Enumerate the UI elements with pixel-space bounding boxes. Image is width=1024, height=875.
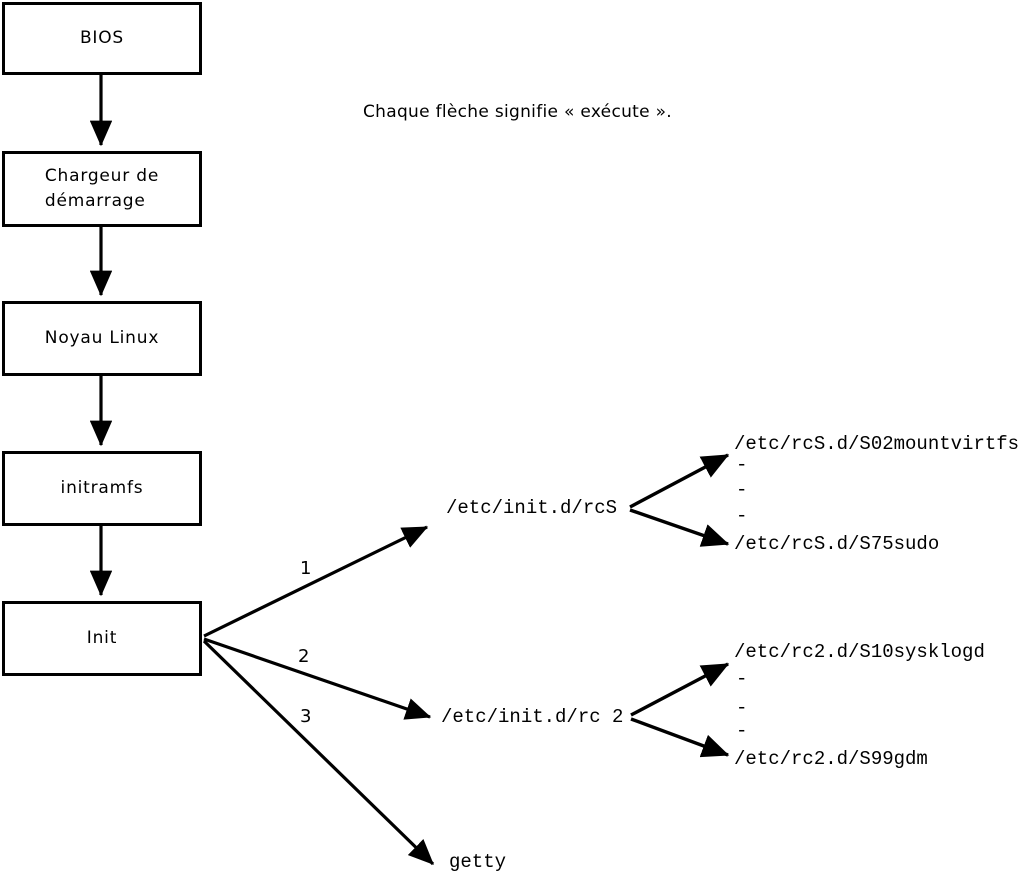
node-init: Init	[2, 601, 202, 676]
script-rcs-child-s75sudo: /etc/rcS.d/S75sudo	[734, 533, 940, 555]
script-rc2: /etc/init.d/rc 2	[441, 706, 624, 728]
script-rc2-child-ellipsis: -	[736, 720, 748, 742]
script-rcs: /etc/init.d/rcS	[446, 497, 618, 519]
script-rc2-child-s10sysklogd: /etc/rc2.d/S10sysklogd	[734, 641, 985, 663]
node-kernel-label: Noyau Linux	[44, 328, 160, 349]
script-rc2-child-ellipsis: -	[736, 668, 748, 690]
arrow-rc2-to-s10sysklogd	[630, 662, 730, 717]
node-kernel: Noyau Linux	[2, 301, 202, 376]
arrow-label-2: 2	[298, 646, 310, 667]
node-initramfs: initramfs	[2, 451, 202, 526]
node-bootloader-label: Chargeur de démarrage	[44, 166, 160, 211]
legend-note: Chaque flèche signifie « exécute ».	[363, 102, 672, 122]
script-rcs-child-ellipsis: -	[736, 479, 748, 501]
node-initramfs-label: initramfs	[60, 478, 144, 499]
arrow-label-3: 3	[300, 706, 312, 727]
arrow-init-to-rcs	[203, 525, 429, 638]
script-rcs-child-ellipsis: -	[736, 454, 748, 476]
script-rcs-child-ellipsis: -	[736, 505, 748, 527]
node-bootloader: Chargeur de démarrage	[2, 151, 202, 227]
arrow-init-to-rc2	[203, 637, 432, 720]
arrow-label-1: 1	[300, 558, 312, 579]
arrow-rcs-to-s02mountvirtfs	[629, 453, 730, 509]
script-rc2-child-s99gdm: /etc/rc2.d/S99gdm	[734, 748, 928, 770]
arrow-init-to-getty	[202, 639, 435, 866]
node-init-label: Init	[86, 628, 118, 649]
script-rc2-child-ellipsis: -	[736, 697, 748, 719]
script-rcs-child-s02mountvirtfs: /etc/rcS.d/S02mountvirtfs	[734, 433, 1020, 455]
script-getty: getty	[449, 851, 507, 873]
node-bios: BIOS	[2, 2, 202, 75]
node-bios-label: BIOS	[79, 28, 125, 49]
arrow-rcs-to-s75sudo	[629, 508, 730, 547]
arrow-rc2-to-s99gdm	[630, 717, 730, 758]
